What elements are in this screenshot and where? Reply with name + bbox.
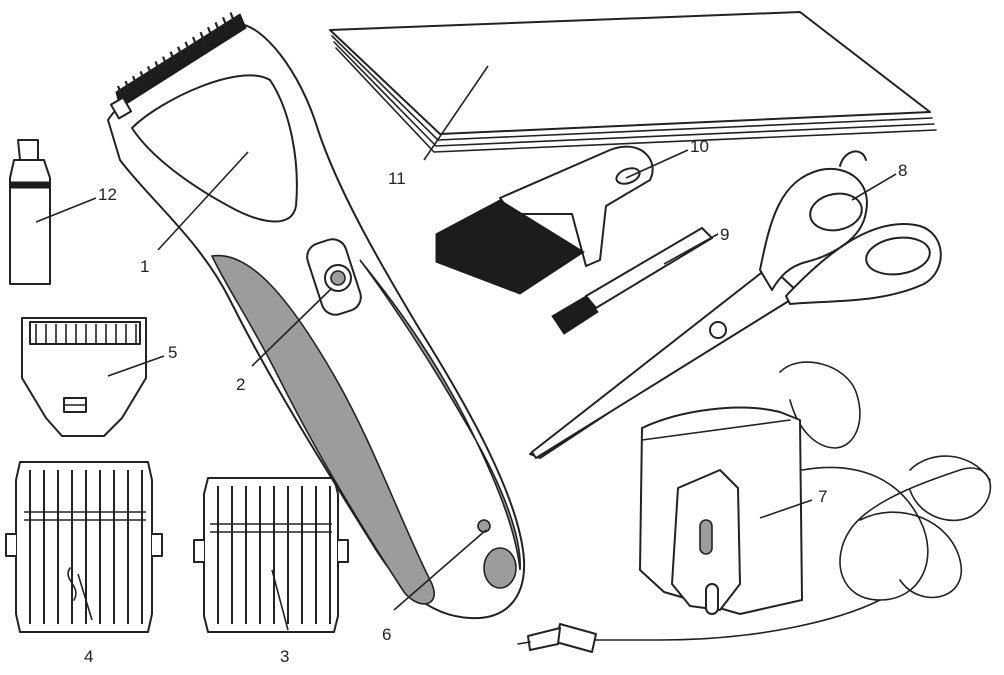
tooth-line <box>184 41 191 53</box>
callout-12: 12 <box>98 185 117 204</box>
ac-adapter <box>517 361 992 653</box>
tooth-line <box>131 75 139 87</box>
tooth-line <box>169 51 176 63</box>
callout-6: 6 <box>382 625 391 644</box>
tooth-line <box>139 70 146 82</box>
tooth-line <box>229 12 236 23</box>
callout-8: 8 <box>898 161 907 180</box>
small-brush <box>551 227 713 335</box>
callout-11: 11 <box>388 169 406 188</box>
tooth-line <box>214 21 221 33</box>
hair-clipper <box>107 12 526 620</box>
callout-9: 9 <box>720 225 729 244</box>
trimmer-head <box>21 317 147 437</box>
tooth-line <box>199 31 206 43</box>
scissors <box>529 150 942 459</box>
callout-1: 1 <box>140 257 149 276</box>
tooth-line <box>221 16 229 28</box>
cleaning-brush <box>435 145 654 295</box>
cleaning-cloth <box>329 11 937 153</box>
leader-lines <box>35 65 897 631</box>
callout-4: 4 <box>84 647 93 666</box>
tooth-line <box>206 26 214 38</box>
callout-labels: 1 2 3 4 5 6 7 8 9 10 11 12 <box>84 137 907 666</box>
tooth-line <box>161 56 169 68</box>
tooth-line <box>154 61 161 72</box>
callout-3: 3 <box>280 647 289 666</box>
oil-bottle <box>9 139 51 285</box>
tooth-line <box>191 36 199 48</box>
tooth-line <box>124 80 131 92</box>
tooth-line <box>146 65 154 77</box>
callout-10: 10 <box>690 137 709 156</box>
tooth-line <box>176 46 184 58</box>
comb-attachment-long <box>5 461 163 633</box>
callout-2: 2 <box>236 375 245 394</box>
callout-7: 7 <box>818 487 827 506</box>
callout-5: 5 <box>168 343 177 362</box>
tooth-line <box>116 85 124 97</box>
comb-attachment-short <box>193 477 349 633</box>
